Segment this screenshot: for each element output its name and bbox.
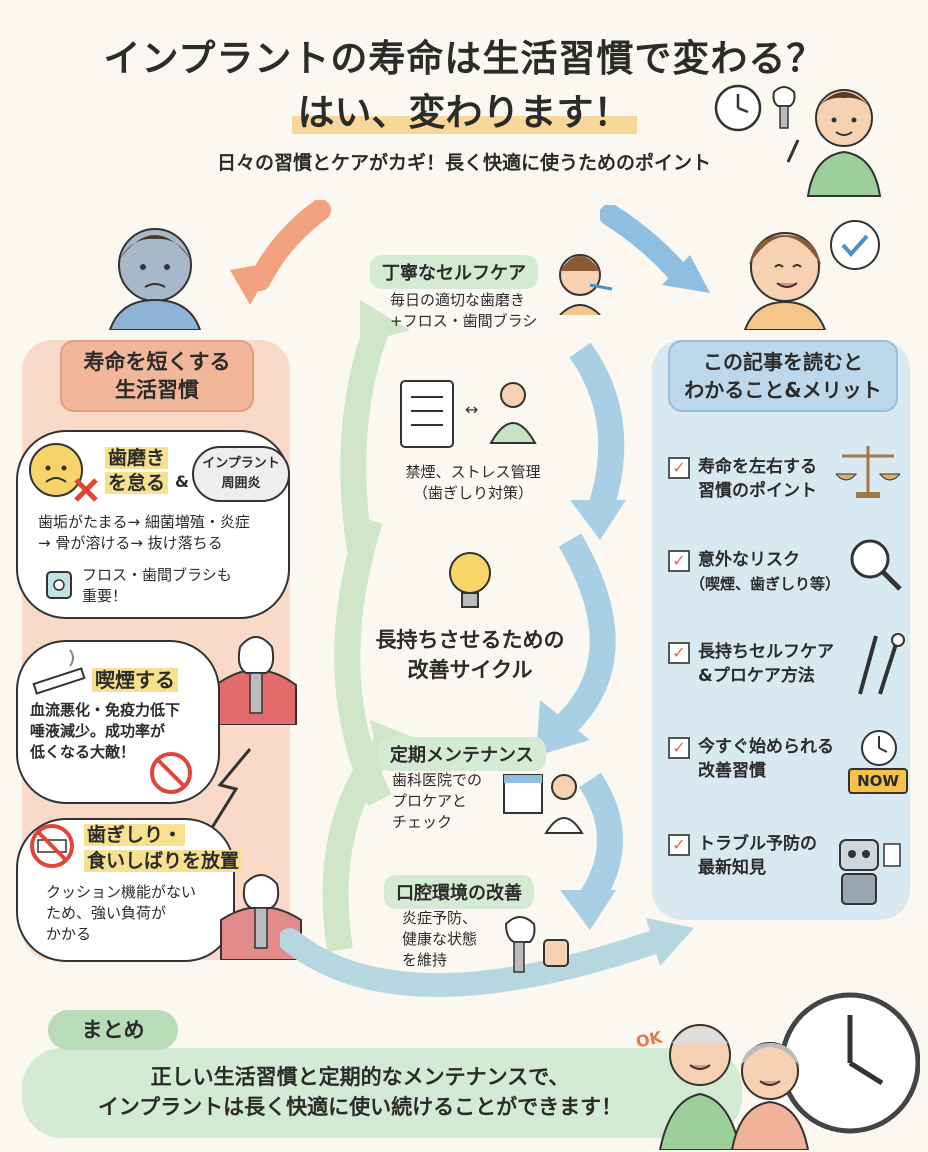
- svg-text:↔: ↔: [465, 400, 478, 419]
- oral-improve-desc: 炎症予防、 健康な状態 を維持: [402, 909, 478, 969]
- self-care-desc: 毎日の適切な歯磨き +フロス・歯間ブラシ: [390, 291, 538, 330]
- large-clock-icon: [779, 992, 920, 1134]
- summary-text: 正しい生活習慣と定期的なメンテナンスで、 インプラントは長く快適に使い続けること…: [97, 1065, 623, 1119]
- maintenance-desc: 歯科医院での プロケアと チェック: [392, 771, 483, 831]
- smoking-desc: 血流悪化・免疫力低下 唾液減少。成功率が 低くなる大敵！: [30, 701, 181, 761]
- maintenance-title: 定期メンテナンス: [378, 737, 546, 771]
- right-panel-title: この記事を読むとわかること&メリット: [668, 340, 898, 412]
- healthy-implant-thumbsup-icon: [504, 916, 569, 973]
- checkbox-icon: ✓: [668, 457, 690, 479]
- scale-icon: [836, 446, 900, 498]
- now-badge: NOW: [848, 768, 908, 794]
- summary-label: まとめ: [48, 1010, 178, 1050]
- checkbox-icon: ✓: [668, 737, 690, 759]
- ampersand: &: [175, 472, 189, 491]
- floss-icon: [46, 571, 72, 599]
- checkbox-icon: ✓: [668, 550, 690, 572]
- header-illustration: [714, 84, 882, 197]
- calendar-doctor-icon: [503, 774, 584, 834]
- benefit-item: ✓寿命を左右する 習慣のポイント: [668, 455, 817, 503]
- no-smoking-icon: [150, 752, 192, 794]
- inflamed-implant-icon: [215, 636, 297, 725]
- page-title: インプラントの寿命は生活習慣で変わる？: [103, 37, 825, 80]
- floss-note: フロス・歯間ブラシも 重要！: [82, 566, 232, 605]
- arrow-to-benefits-icon: [280, 918, 694, 997]
- man-avatar: [786, 89, 882, 197]
- benefit-item: ✓今すぐ始められる 改善習慣: [668, 735, 834, 783]
- brushing-person-icon: [559, 254, 613, 315]
- smoking-bubble: [16, 640, 220, 804]
- clock-small-icon: [861, 730, 897, 766]
- meditation-icon: [489, 382, 537, 444]
- self-care-title: 丁寧なセルフケア: [370, 255, 538, 289]
- implant-icon: [772, 86, 796, 129]
- neglect-brushing-label: 歯磨き を怠る: [105, 446, 169, 496]
- cycle-arrows: [322, 300, 626, 952]
- elderly-man-avatar: [658, 1024, 742, 1150]
- benefit-item: ✓トラブル予防の 最新知見: [668, 832, 817, 880]
- robot-icon: [839, 839, 901, 905]
- arrow-to-left-icon: [230, 200, 331, 305]
- checklist-icon: [400, 380, 454, 448]
- magnifier-icon: [850, 539, 902, 591]
- quit-smoking-desc: 禁煙、ストレス管理 （歯ぎしり対策）: [405, 463, 541, 502]
- sad-face-icon: [29, 443, 98, 502]
- right-panel: [652, 340, 910, 920]
- page-subtitle: 日々の習慣とケアがカギ！長く快適に使うためのポイント: [216, 152, 711, 174]
- checklist-meditation-icon: ↔: [400, 380, 537, 448]
- arrow-to-right-icon: [600, 205, 710, 293]
- benefit-item: ✓長持ちセルフケア &プロケア方法: [668, 640, 834, 688]
- elderly-woman-avatar: [730, 1042, 810, 1150]
- worried-man-avatar: [108, 228, 202, 330]
- cigarette-icon: [32, 649, 86, 695]
- checkbox-icon: ✓: [668, 834, 690, 856]
- happy-woman-avatar: [743, 220, 880, 330]
- checkbox-icon: ✓: [668, 642, 690, 664]
- lightbulb-icon: [449, 552, 491, 608]
- cycle-center-title: 長持ちさせるための 改善サイクル: [375, 628, 565, 682]
- lightning-icon: [208, 748, 252, 832]
- checkmark-bubble-icon: [830, 220, 880, 270]
- dental-tools-icon: [858, 633, 905, 695]
- page-title-answer: はい、変わります！: [0, 82, 928, 136]
- grinding-desc: クッション機能がない ため、強い負荷が かかる: [46, 883, 197, 943]
- summary-box: [22, 1048, 742, 1138]
- benefit-item: ✓意外なリスク （喫煙、歯ぎしり等）: [668, 548, 840, 596]
- grinding-label: 歯ぎしり・ 食いしばりを放置: [84, 822, 243, 874]
- oral-improve-title: 口腔環境の改善: [384, 875, 534, 909]
- clock-icon: [714, 84, 762, 132]
- left-panel-title: 寿命を短くする生活習慣: [60, 340, 254, 412]
- elderly-couple-illustration: [658, 992, 920, 1150]
- no-grinding-icon: [30, 824, 74, 868]
- peri-implantitis-cloud: インプラント周囲炎: [192, 446, 290, 502]
- neglect-brushing-desc: 歯垢がたまる→ 細菌増殖・炎症 → 骨が溶ける→ 抜け落ちる: [38, 513, 250, 552]
- smoking-label: 喫煙する: [92, 664, 178, 693]
